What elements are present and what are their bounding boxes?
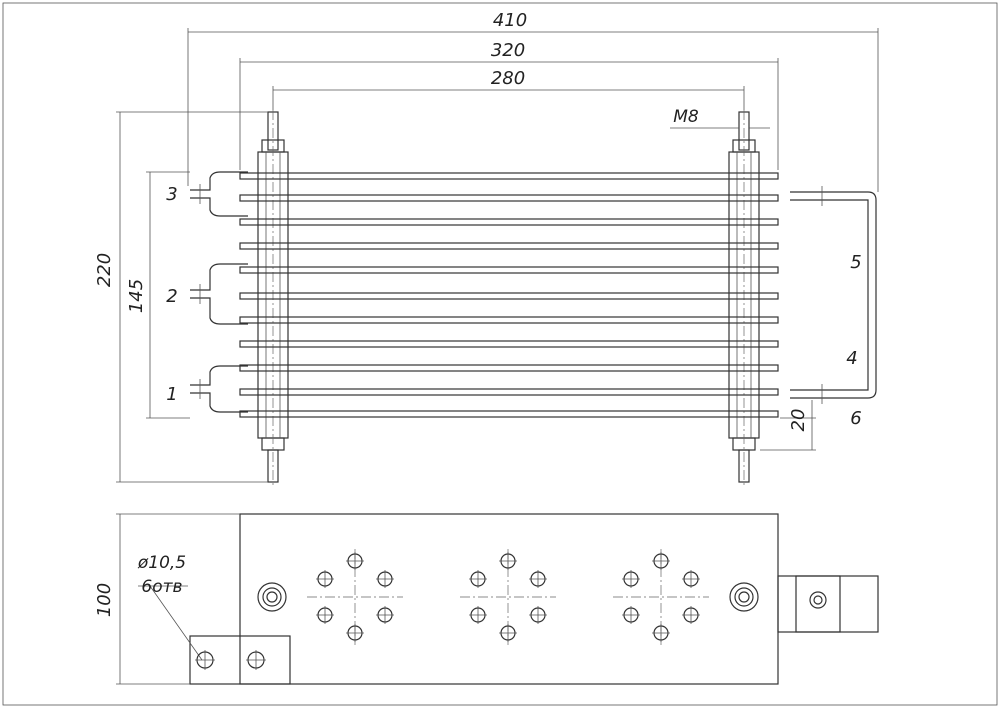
resistor-tube: [239, 410, 779, 418]
terminal-leads-left: [190, 171, 248, 413]
resistor-tube: [239, 364, 779, 372]
mounting-hole: [316, 570, 334, 588]
terminal-nut: [809, 591, 827, 609]
resistor-tube: [239, 194, 779, 202]
terminal-label-1: 1: [166, 384, 177, 405]
mounting-hole: [376, 570, 394, 588]
mounting-hole: [469, 606, 487, 624]
dim-overall-height: 220: [94, 253, 115, 287]
mounting-hole: [682, 570, 700, 588]
terminal-label-6: 6: [850, 408, 861, 429]
resistor-tube: [239, 340, 779, 348]
resistor-tube: [239, 218, 779, 226]
terminal-label-5: 5: [850, 252, 861, 273]
dim-offset: 20: [788, 409, 809, 432]
resistor-tube: [239, 242, 779, 250]
mounting-bracket-right: [777, 575, 879, 633]
dim-hole-diameter: ø10,5: [137, 553, 186, 573]
mounting-hole: [499, 624, 517, 642]
nut: [729, 582, 759, 612]
dim-hole-count: 6отв: [141, 577, 182, 597]
bracket-hole: [195, 650, 215, 670]
mounting-hole: [622, 570, 640, 588]
terminal-label-2: 2: [166, 286, 177, 307]
dimension-lines: [116, 28, 879, 483]
terminal-label-4: 4: [846, 348, 857, 369]
dim-thread: M8: [673, 107, 699, 127]
resistor-tubes: [239, 172, 779, 418]
resistor-tube: [239, 388, 779, 396]
right-rod: [728, 110, 760, 485]
mounting-hole: [316, 606, 334, 624]
mounting-hole: [346, 624, 364, 642]
dim-overall-length: 410: [493, 10, 527, 31]
mounting-hole: [346, 552, 364, 570]
resistor-tube: [239, 316, 779, 324]
mounting-hole: [529, 570, 547, 588]
mounting-hole: [652, 552, 670, 570]
mounting-hole: [529, 606, 547, 624]
terminal-label-3: 3: [166, 184, 177, 205]
resistor-tube: [239, 172, 779, 180]
mounting-hole: [469, 570, 487, 588]
resistor-tube: [239, 292, 779, 300]
nut: [257, 582, 287, 612]
side-body: [239, 513, 779, 685]
mounting-hole: [622, 606, 640, 624]
dim-depth: 100: [94, 583, 115, 617]
side-view: [116, 513, 879, 685]
jumper-right: [790, 186, 877, 404]
bracket-hole: [246, 650, 266, 670]
hole-pattern: [195, 549, 827, 670]
dim-terminal-span: 145: [126, 279, 147, 313]
mounting-hole: [376, 606, 394, 624]
mounting-hole: [499, 552, 517, 570]
top-view: [116, 28, 879, 485]
left-rod: [257, 110, 289, 485]
dim-rod-spacing: 280: [491, 68, 525, 89]
mounting-hole: [652, 624, 670, 642]
mounting-bracket-left: [189, 635, 291, 685]
mounting-hole: [682, 606, 700, 624]
resistor-tube: [239, 266, 779, 274]
dim-tube-length: 320: [491, 40, 525, 61]
